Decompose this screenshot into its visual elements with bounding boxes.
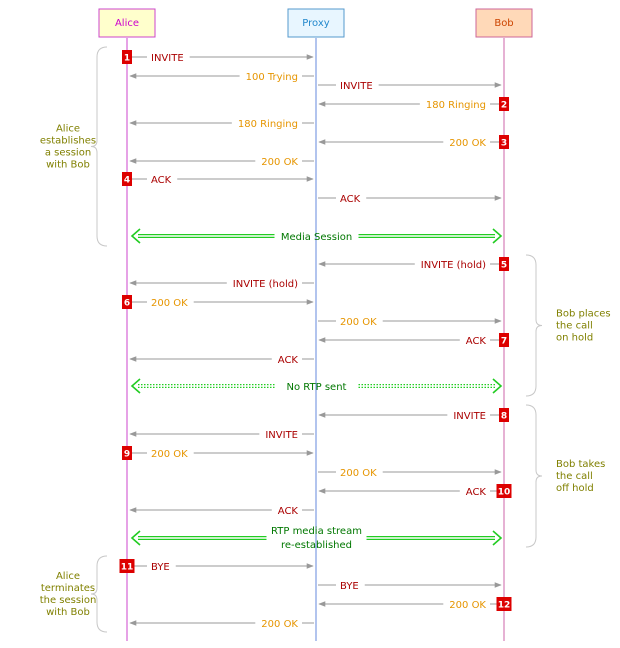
media-arrowhead-right — [492, 530, 503, 546]
message-label: ACK — [466, 336, 487, 347]
step-badge — [499, 333, 509, 347]
message-label: BYE — [340, 581, 359, 592]
note-text: with Bob — [46, 607, 90, 618]
step-badge — [122, 446, 132, 460]
message-label: 200 OK — [449, 138, 486, 149]
note-brace — [90, 555, 108, 633]
media-label: re-established — [281, 540, 352, 551]
media-arrowhead-right — [492, 228, 503, 244]
media-arrowhead-right — [492, 378, 503, 394]
message-label: INVITE — [151, 53, 184, 64]
media-arrowhead-left — [130, 228, 141, 244]
message-label: 200 OK — [151, 298, 188, 309]
media-arrowhead-left — [130, 530, 141, 546]
message-label: 180 Ringing — [426, 100, 486, 111]
note-brace — [525, 254, 543, 397]
step-badge-number: 3 — [501, 139, 507, 149]
note-text: the session — [40, 595, 97, 606]
step-badge-number: 8 — [501, 412, 507, 422]
step-badge-number: 12 — [498, 601, 511, 611]
step-badge-number: 9 — [124, 450, 130, 460]
media-label: Media Session — [281, 232, 352, 243]
message-label: 200 OK — [261, 157, 298, 168]
step-badge-number: 4 — [124, 176, 130, 186]
step-badge-number: 6 — [124, 299, 130, 309]
note-text: the call — [556, 321, 593, 332]
note-text: Bob takes — [556, 459, 605, 470]
step-badge-number: 1 — [124, 54, 130, 64]
message-label: ACK — [278, 506, 299, 517]
step-badge — [499, 97, 509, 111]
message-label: INVITE — [340, 81, 373, 92]
message-label: 200 OK — [151, 449, 188, 460]
message-label: INVITE — [265, 430, 298, 441]
step-badge — [499, 257, 509, 271]
message-label: 100 Trying — [246, 72, 298, 83]
proxy-head-box — [287, 8, 345, 38]
message-label: INVITE (hold) — [233, 279, 298, 290]
step-badge — [496, 484, 512, 498]
media-arrowhead-left — [130, 378, 141, 394]
note-text: a session — [45, 148, 91, 159]
message-label: ACK — [340, 194, 361, 205]
step-badge-number: 5 — [501, 261, 507, 271]
step-badge — [496, 597, 512, 611]
step-badge — [122, 50, 132, 64]
step-badge — [119, 559, 135, 573]
note-brace — [525, 404, 543, 548]
message-label: 200 OK — [340, 468, 377, 479]
message-label: 180 Ringing — [238, 119, 298, 130]
message-label: ACK — [151, 175, 172, 186]
note-text: on hold — [556, 333, 593, 344]
note-text: Alice — [56, 124, 80, 135]
proxy-head-label: Proxy — [302, 18, 329, 29]
message-label: 200 OK — [449, 600, 486, 611]
note-brace — [90, 46, 108, 247]
step-badge — [122, 172, 132, 186]
step-badge-number: 10 — [498, 488, 511, 498]
message-label: 200 OK — [340, 317, 377, 328]
note-text: with Bob — [46, 160, 90, 171]
message-label: INVITE (hold) — [421, 260, 486, 271]
media-label: No RTP sent — [287, 382, 347, 393]
bob-head-box — [475, 8, 533, 38]
step-badge-number: 2 — [501, 101, 507, 111]
alice-head-label: Alice — [115, 18, 139, 29]
note-text: terminates — [41, 583, 95, 594]
step-badge — [499, 135, 509, 149]
note-text: off hold — [556, 483, 594, 494]
step-badge — [122, 295, 132, 309]
note-text: the call — [556, 471, 593, 482]
message-label: ACK — [466, 487, 487, 498]
message-label: ACK — [278, 355, 299, 366]
step-badge-number: 7 — [501, 337, 507, 347]
alice-head-box — [98, 8, 156, 38]
note-text: Bob places — [556, 309, 611, 320]
note-text: establishes — [40, 136, 96, 147]
step-badge-number: 11 — [121, 563, 134, 573]
bob-head-label: Bob — [494, 18, 513, 29]
message-label: 200 OK — [261, 619, 298, 630]
message-label: BYE — [151, 562, 170, 573]
message-label: INVITE — [453, 411, 486, 422]
media-label: RTP media stream — [271, 526, 362, 537]
note-text: Alice — [56, 571, 80, 582]
step-badge — [499, 408, 509, 422]
